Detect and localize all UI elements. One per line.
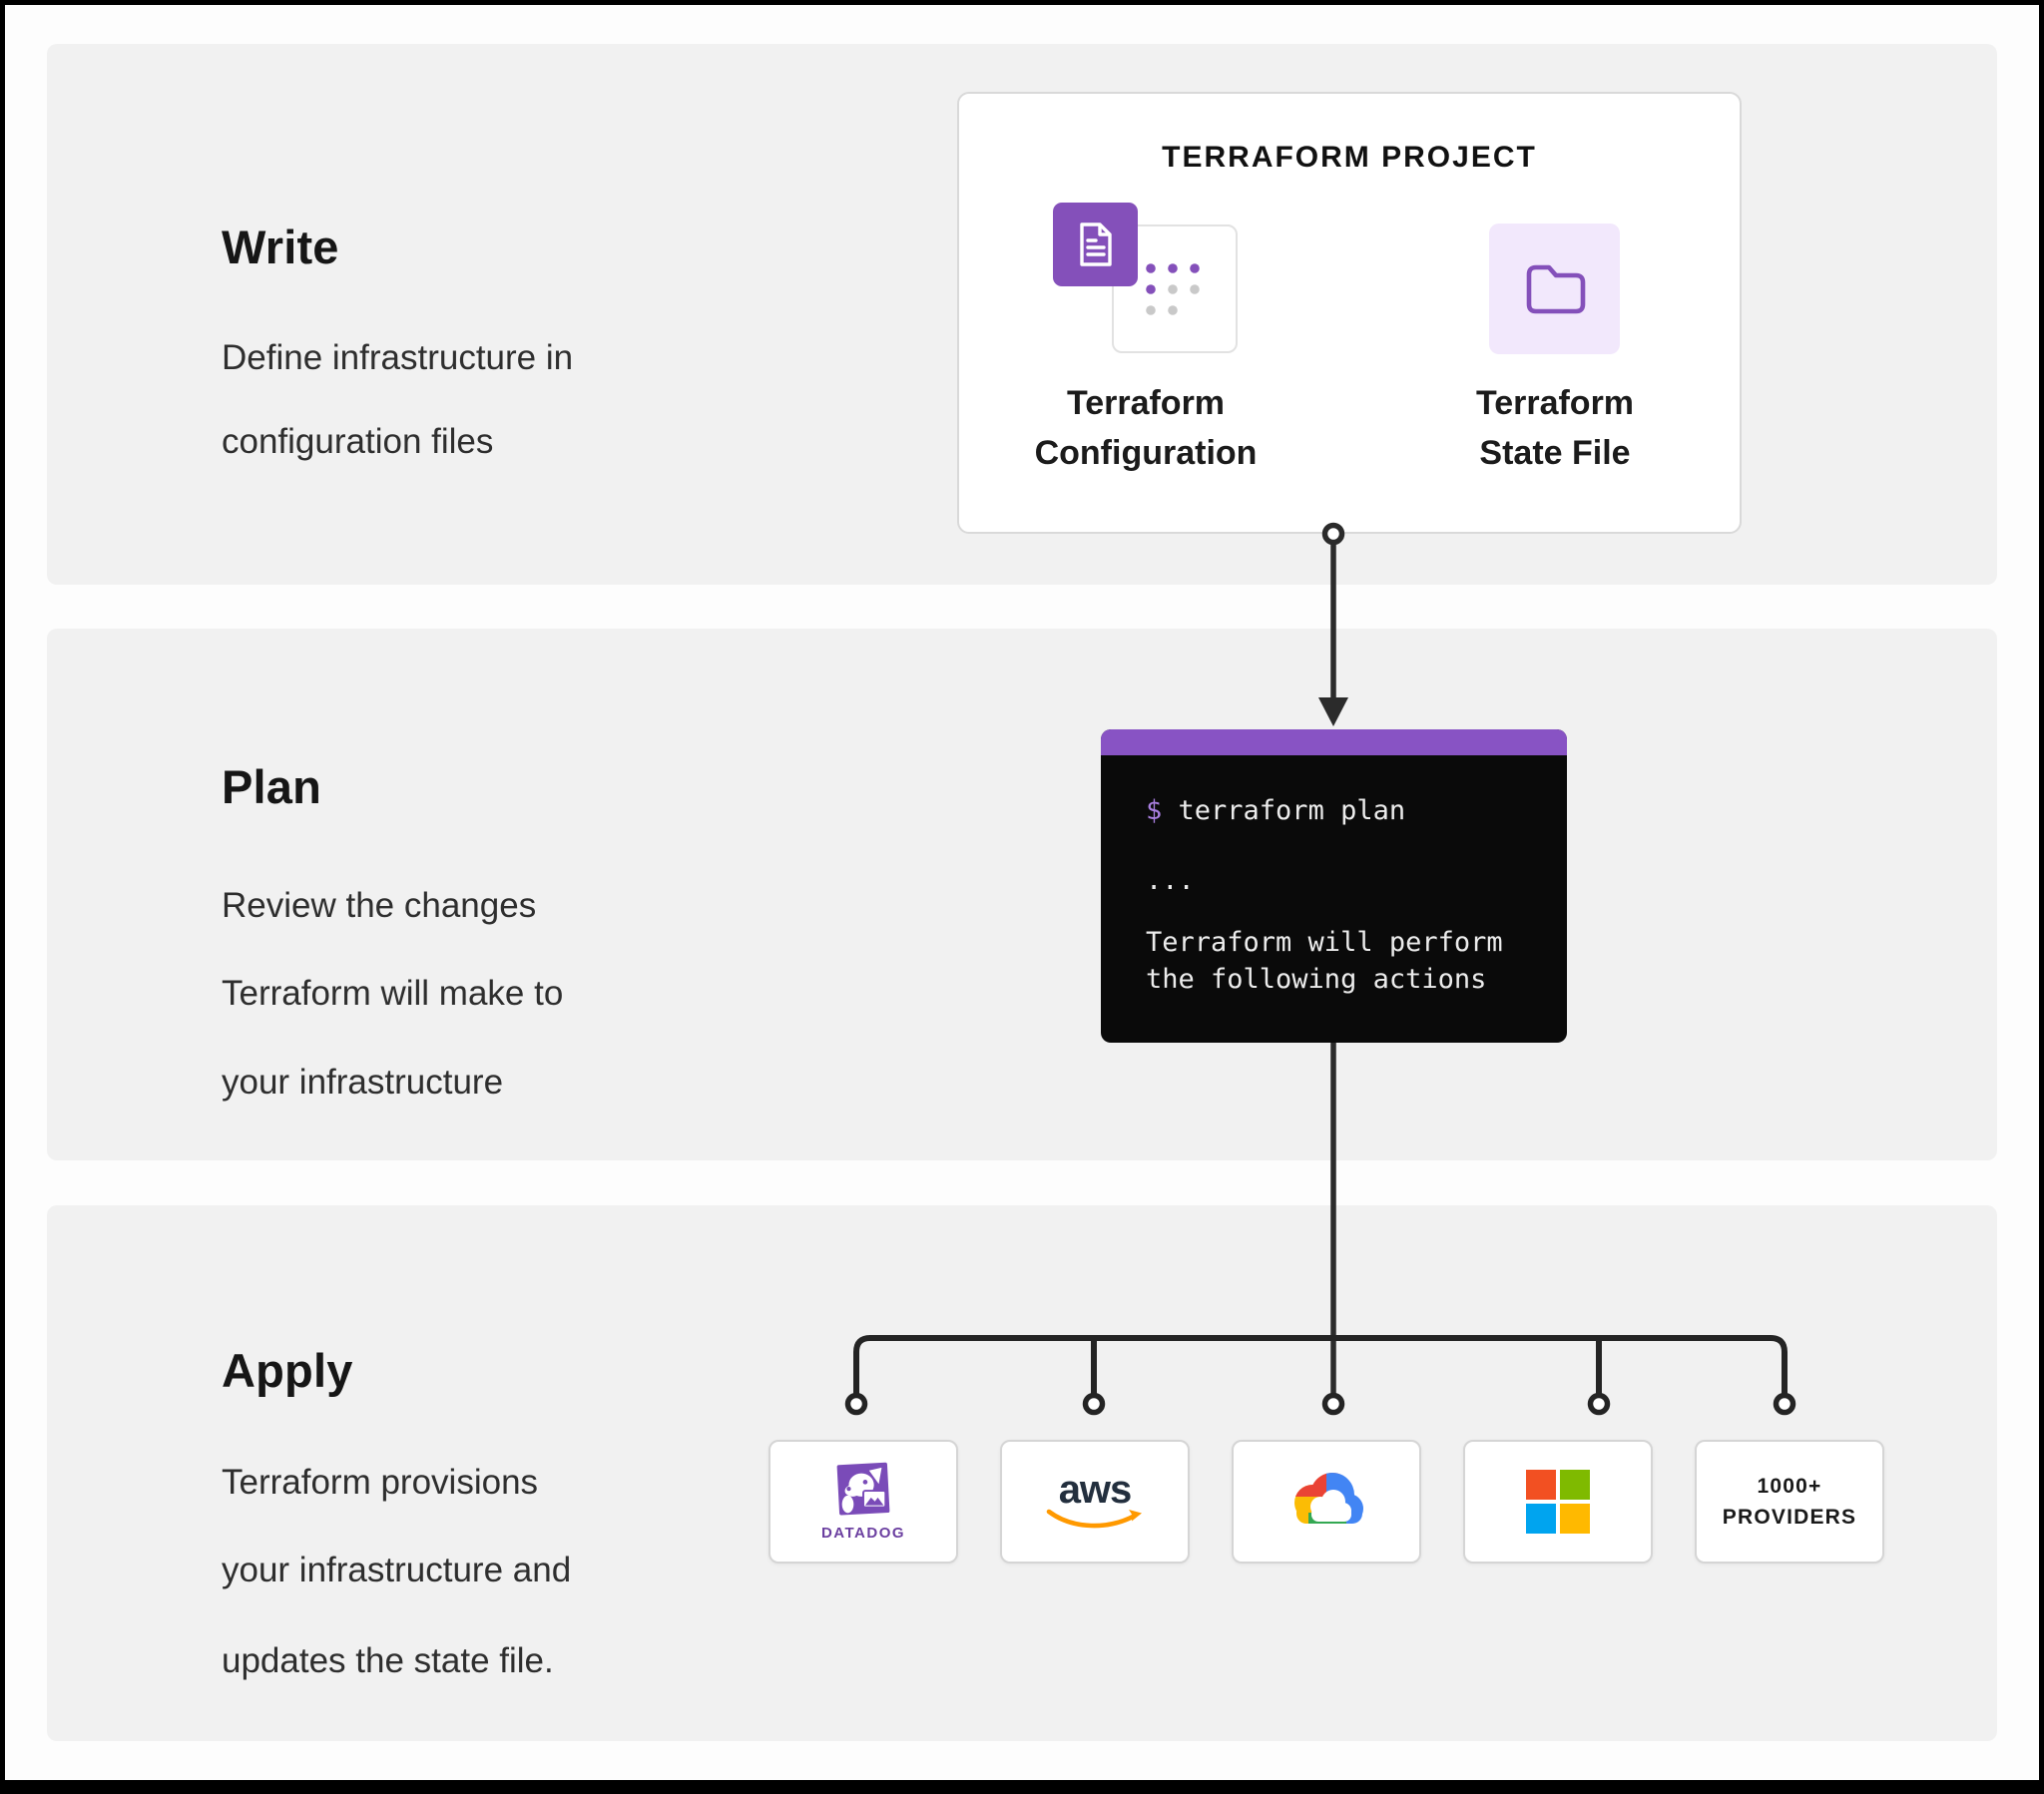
aws-smile-icon [1046,1509,1142,1529]
document-icon [1079,223,1112,266]
apply-description-line: Terraform provisions [222,1463,539,1502]
plan-description-line: your infrastructure [222,1063,504,1102]
terminal-output-line: the following actions [1146,964,1487,995]
microsoft-square-green [1560,1470,1590,1500]
dots-grid-icon [1146,263,1200,315]
label-line: Terraform [1475,384,1635,422]
label-line: State File [1479,434,1631,472]
microsoft-logo [1526,1470,1590,1534]
label-line: Terraform [1066,384,1226,422]
label-line: 1000+ [1757,1475,1822,1498]
provider-card-1000-providers: 1000+ PROVIDERS [1695,1440,1884,1564]
write-heading: Write [222,221,339,273]
datadog-logo [836,1462,890,1516]
write-description-line: configuration files [222,422,494,461]
apply-description-line: updates the state file. [222,1641,554,1680]
plan-description-line: Terraform will make to [222,974,564,1013]
section-plan: Plan Review the changes Terraform will m… [47,629,1997,1160]
terminal-prompt: $ [1146,795,1163,826]
terminal-command-line: $ terraform plan [1146,795,1405,826]
aws-logo: aws [1058,1468,1133,1512]
terraform-state-label: Terraform State File [1395,378,1715,478]
plan-description-line: Review the changes [222,886,537,925]
google-cloud-logo [1294,1473,1363,1524]
folder-icon [1526,264,1585,313]
terminal-output-line: ... [1146,865,1195,896]
configuration-dots-card [1112,224,1238,353]
terminal-title-bar [1101,729,1567,755]
plan-heading: Plan [222,760,322,813]
label-line: PROVIDERS [1722,1506,1857,1529]
datadog-label: DATADOG [820,1525,906,1542]
terminal-command: terraform plan [1162,795,1406,826]
provider-card-microsoft [1463,1440,1653,1564]
terraform-configuration-label: Terraform Configuration [986,378,1305,478]
write-description-line: Define infrastructure in [222,338,574,377]
terraform-configuration-icon [1053,203,1138,286]
providers-count-label: 1000+ PROVIDERS [1723,1471,1857,1533]
microsoft-square-yellow [1560,1504,1590,1534]
terminal-output-line: Terraform will perform [1146,927,1503,958]
apply-heading: Apply [222,1344,353,1397]
provider-card-google-cloud [1232,1440,1421,1564]
project-card-title: TERRAFORM PROJECT [1162,141,1537,174]
provider-card-datadog: DATADOG [768,1440,958,1564]
terraform-plan-terminal: $ terraform plan ... Terraform will perf… [1101,729,1567,1043]
apply-description-line: your infrastructure and [222,1551,572,1589]
terraform-state-icon [1489,224,1620,354]
provider-card-aws: aws [1000,1440,1190,1564]
microsoft-square-blue [1526,1504,1556,1534]
terraform-project-card: TERRAFORM PROJECT Terraform Configuratio… [957,92,1742,534]
microsoft-square-red [1526,1470,1556,1500]
label-line: Configuration [1034,434,1258,472]
